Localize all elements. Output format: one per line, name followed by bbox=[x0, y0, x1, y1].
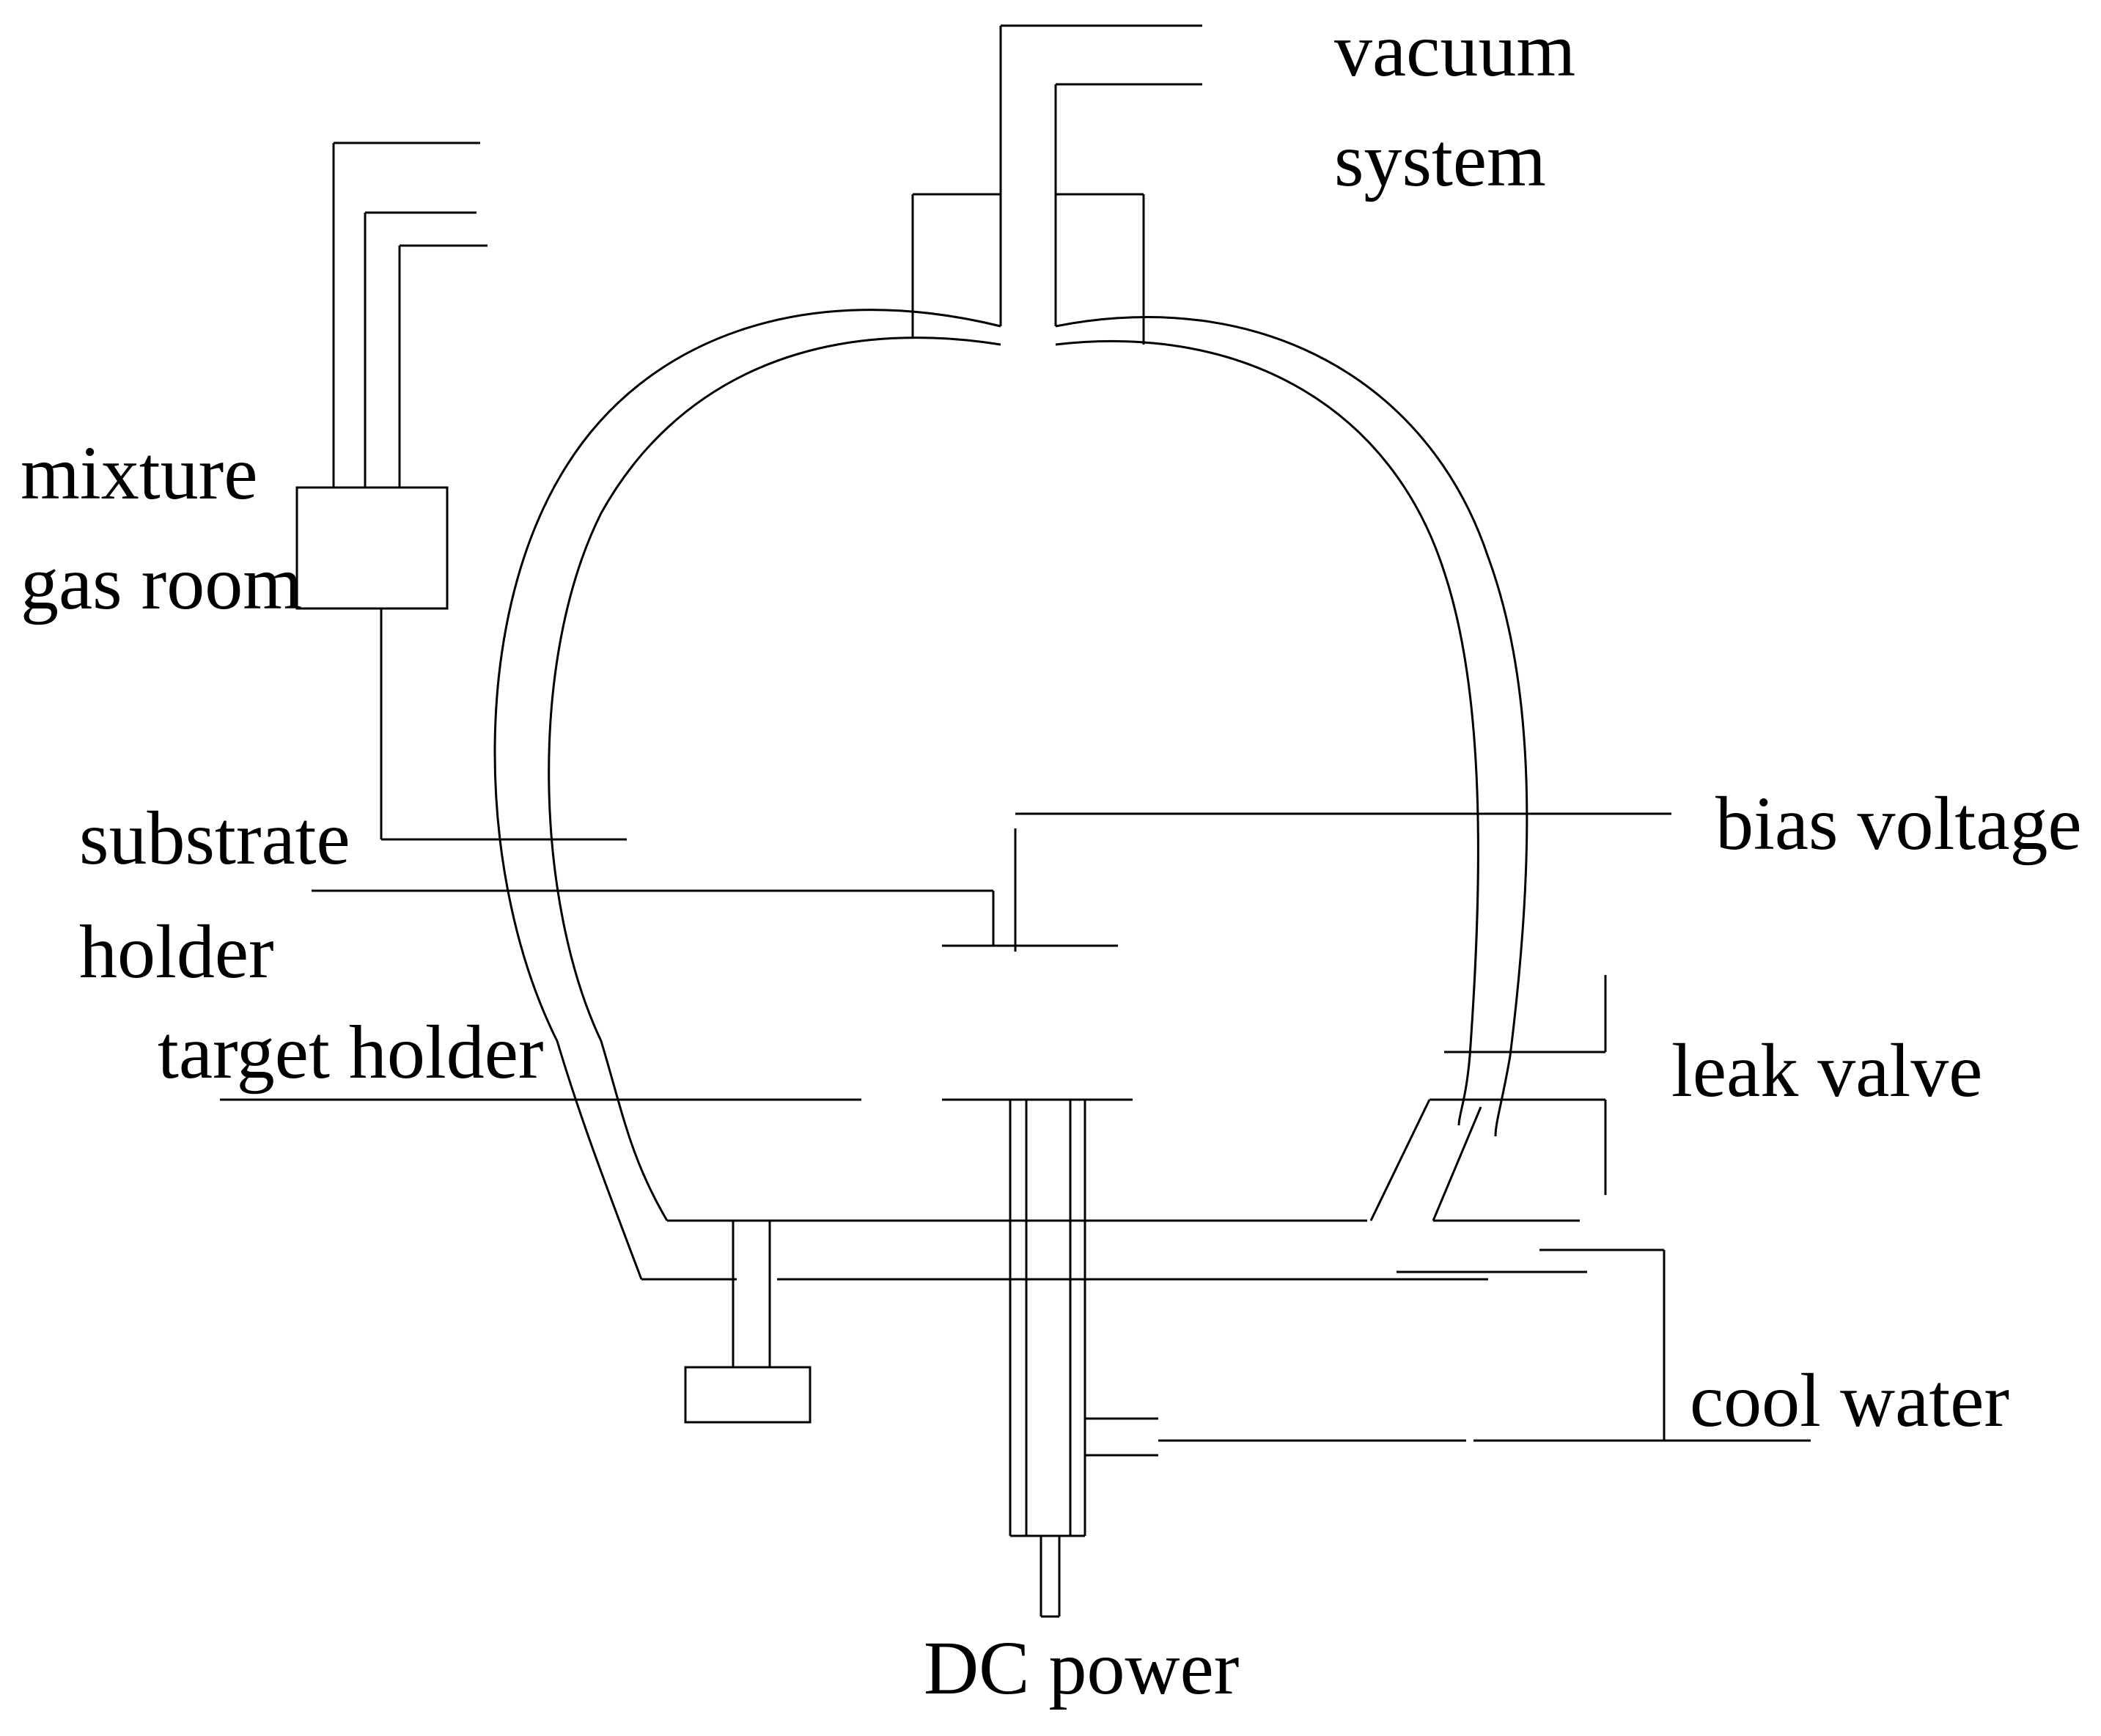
support-foot bbox=[684, 1366, 812, 1424]
vacuum-system-label-line1: vacuum bbox=[1334, 8, 1575, 92]
bias-voltage-label: bias voltage bbox=[1715, 781, 2082, 866]
dc-power-label: DC power bbox=[924, 1626, 1239, 1710]
substrate-holder-label-line2: holder bbox=[79, 910, 274, 994]
support-leg bbox=[684, 1221, 812, 1424]
substrate-holder-assembly bbox=[312, 812, 1671, 952]
mixture-gas-room bbox=[295, 141, 627, 841]
mixture-gas-room-label-line1: mixture bbox=[21, 431, 257, 515]
base-plate bbox=[641, 1219, 1666, 1441]
cool-water-label: cool water bbox=[1690, 1358, 2009, 1443]
chamber-inner-wall bbox=[548, 336, 1001, 1221]
gas-room-box bbox=[295, 486, 449, 610]
chamber-inner-wall-right bbox=[1055, 339, 1479, 1126]
chamber-wall bbox=[493, 309, 1528, 1280]
mixture-gas-room-label-line2: gas room bbox=[21, 541, 302, 625]
cool-water-pipes bbox=[1085, 1417, 1811, 1457]
dc-feedthrough bbox=[1009, 1100, 1086, 1618]
vacuum-system-label-line2: system bbox=[1334, 118, 1546, 202]
leak-valve-assembly bbox=[1369, 975, 1607, 1221]
substrate-holder-label-line1: substrate bbox=[79, 796, 350, 880]
leak-valve-label: leak valve bbox=[1671, 1029, 1982, 1113]
chamber-outer-wall-right bbox=[1055, 316, 1528, 1137]
vacuum-pipe bbox=[911, 24, 1202, 345]
target-holder-label: target holder bbox=[158, 1010, 544, 1095]
chamber-outer-wall bbox=[493, 309, 1001, 1280]
